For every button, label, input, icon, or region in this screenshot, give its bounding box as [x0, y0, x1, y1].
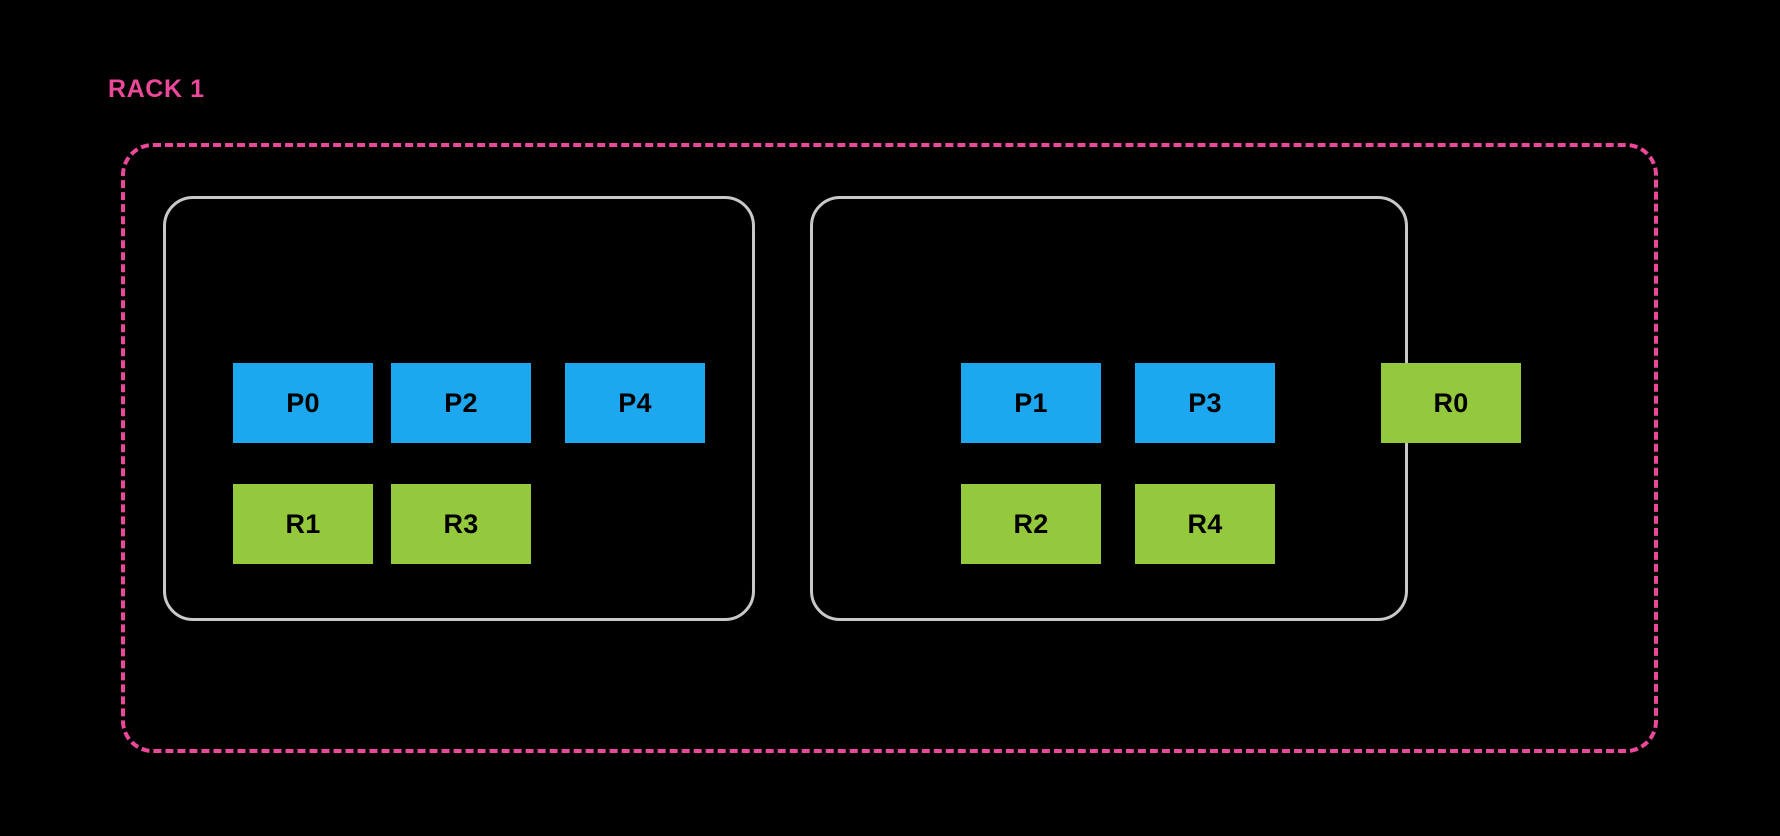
shard-r4: R4: [1135, 484, 1275, 564]
shard-r2: R2: [961, 484, 1101, 564]
node-panel-0: [163, 196, 755, 621]
shard-label: R0: [1433, 387, 1469, 418]
shard-p0: P0: [233, 363, 373, 443]
node-panel-1: [810, 196, 1408, 621]
shard-r0: R0: [1381, 363, 1521, 443]
shard-label: P1: [1014, 387, 1048, 418]
shard-label: R3: [443, 508, 479, 539]
rack-label: RACK 1: [108, 75, 205, 103]
shard-p2: P2: [391, 363, 531, 443]
shard-p3: P3: [1135, 363, 1275, 443]
shard-label: R4: [1187, 508, 1223, 539]
shard-label: P4: [618, 387, 652, 418]
shard-label: P2: [444, 387, 478, 418]
shard-label: P0: [286, 387, 320, 418]
shard-r1: R1: [233, 484, 373, 564]
shard-label: R1: [285, 508, 321, 539]
shard-p4: P4: [565, 363, 705, 443]
shard-label: P3: [1188, 387, 1222, 418]
rack-boundary: [121, 143, 1658, 753]
shard-label: R2: [1013, 508, 1049, 539]
shard-r3: R3: [391, 484, 531, 564]
shard-p1: P1: [961, 363, 1101, 443]
